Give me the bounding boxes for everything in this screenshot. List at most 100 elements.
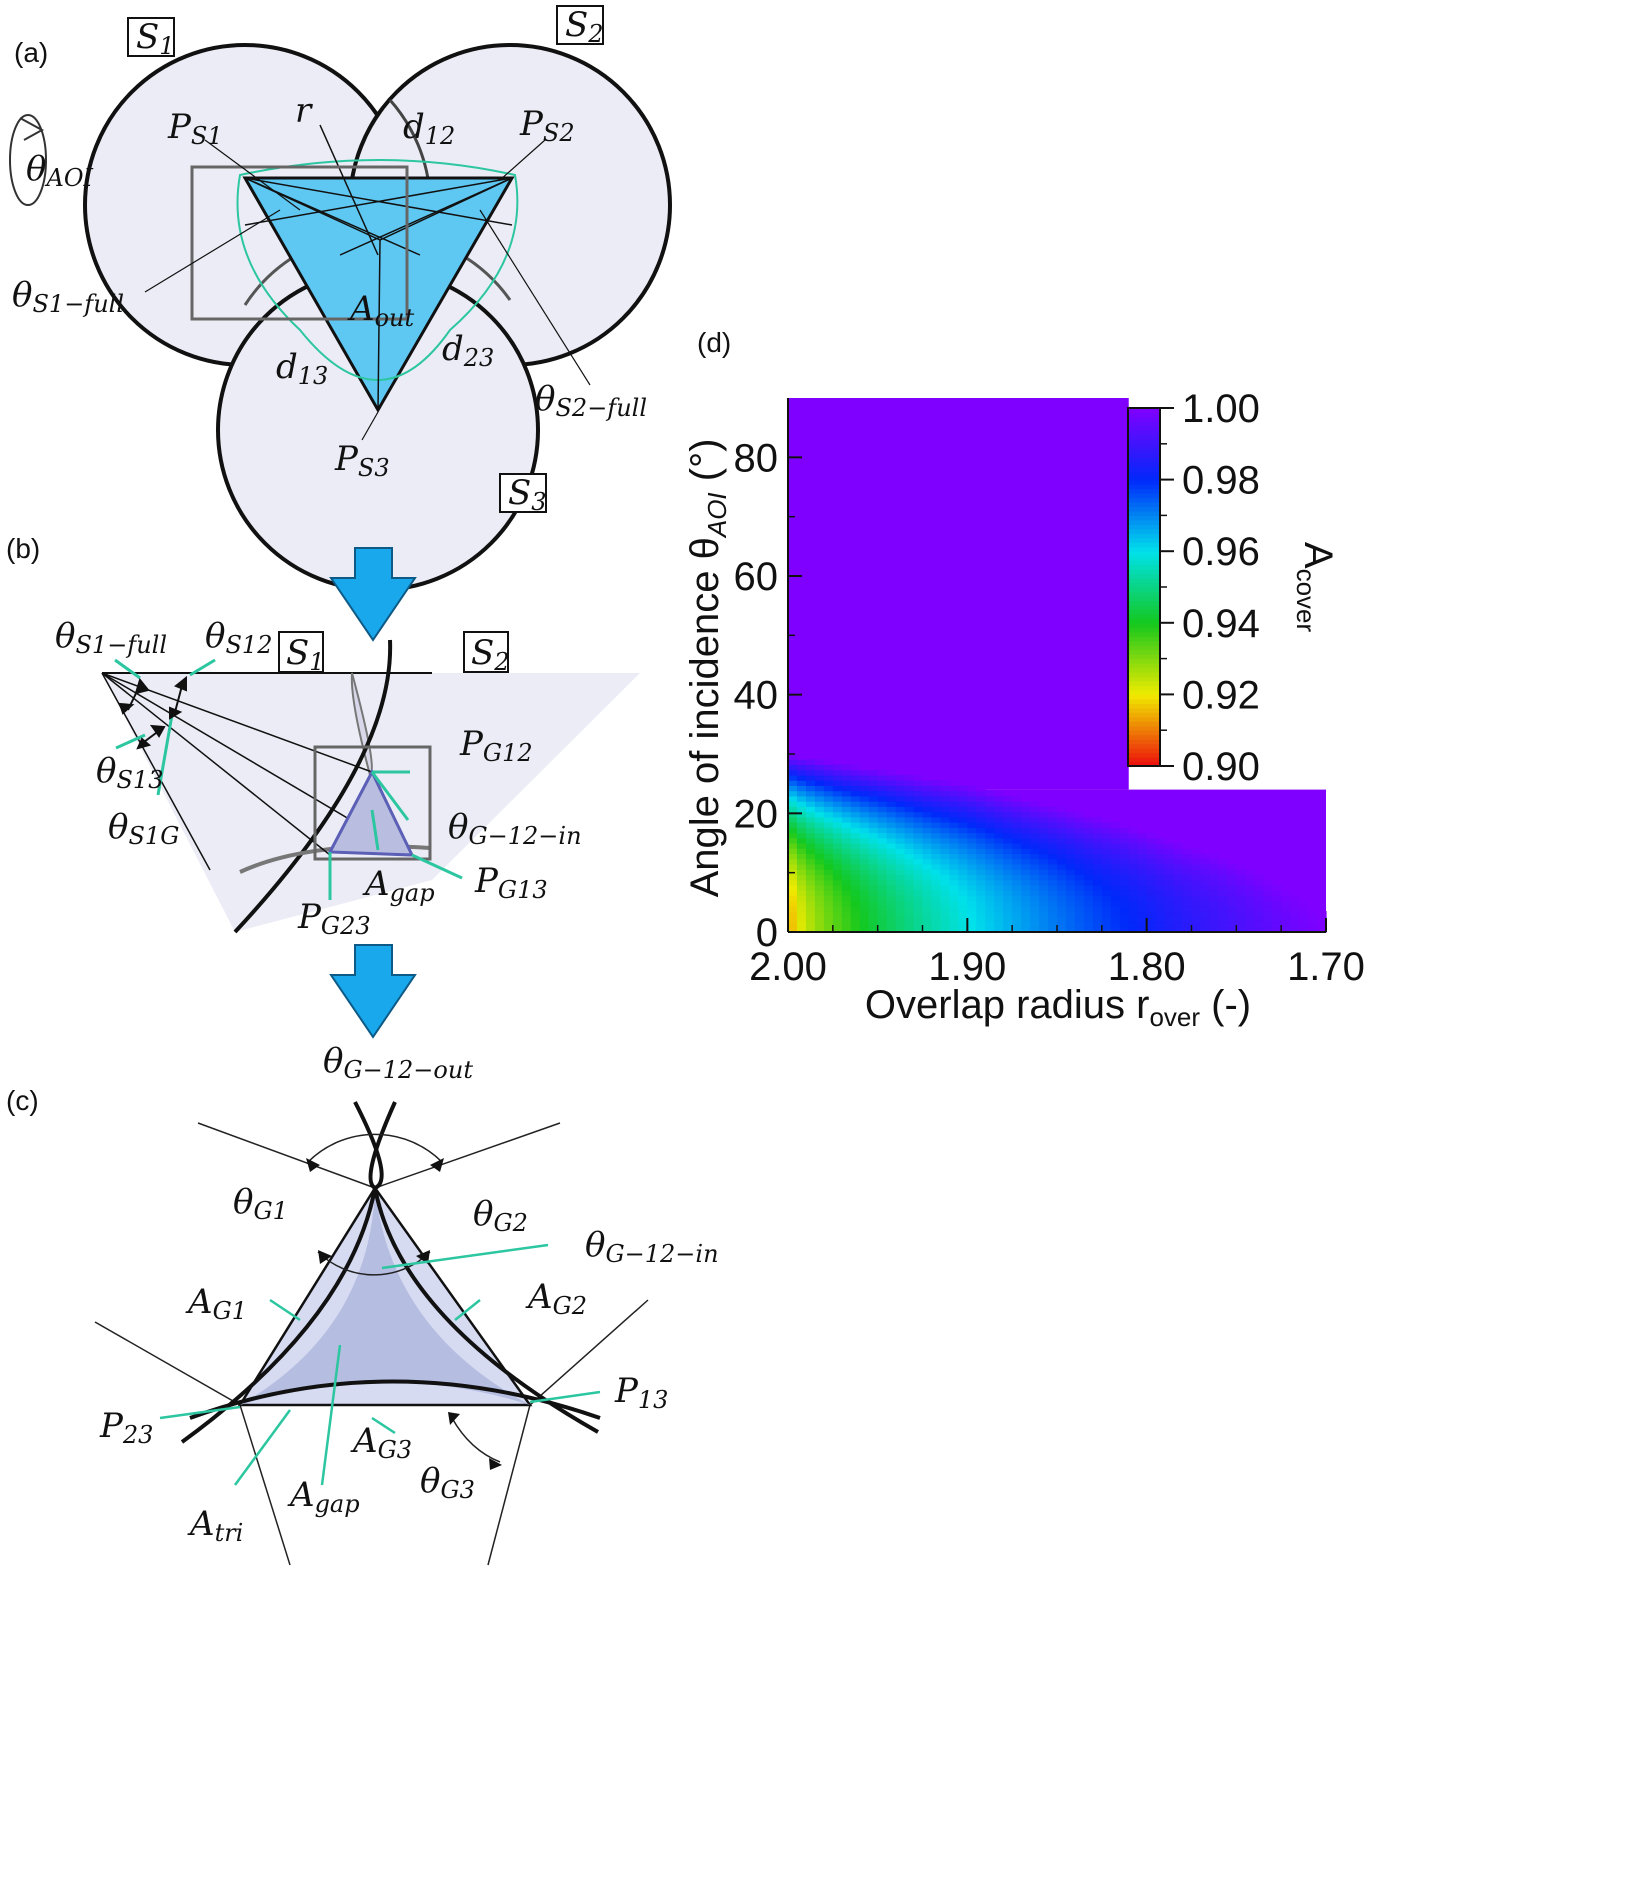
label-d23: d23 [442, 329, 494, 372]
heatmap-cell [1048, 869, 1058, 876]
svg-text:S2: S2 [471, 633, 510, 676]
heatmap-cell [1191, 911, 1202, 917]
heatmap-cell [814, 900, 825, 907]
heatmap-cell [1030, 926, 1040, 933]
heatmap-cell [1191, 869, 1202, 876]
sensor-box-b-s2: S2 [463, 631, 510, 676]
heatmap-cell [859, 926, 870, 933]
heatmap-cell [832, 879, 843, 886]
heatmap-cell [1146, 863, 1157, 870]
heatmap-cell [877, 863, 888, 870]
heatmap-cell [877, 837, 888, 844]
heatmap-cell [904, 843, 915, 849]
heatmap-cell [1057, 858, 1067, 865]
label-ps3: PS3 [334, 439, 390, 482]
heatmap-cell [796, 884, 807, 891]
heatmap-cell [949, 905, 959, 912]
heatmap-cell [1236, 879, 1246, 886]
heatmap-cell [1263, 895, 1273, 902]
heatmap-cell [904, 806, 915, 813]
heatmap-cell [1137, 900, 1148, 907]
heatmap-cell [1128, 874, 1139, 881]
heatmap-cell [796, 926, 807, 933]
heatmap-cell [805, 853, 816, 860]
heatmap-cell [1012, 911, 1022, 917]
heatmap-cell [1128, 905, 1139, 912]
heatmap-cell [823, 774, 834, 781]
heatmap-cell [1021, 869, 1031, 876]
heatmap-cell [895, 827, 906, 834]
heatmap-cell [850, 816, 861, 823]
heatmap-cell [788, 780, 798, 787]
heatmap-cell [1012, 884, 1022, 891]
green-leaders-b [114, 658, 463, 900]
heatmap-cell [985, 895, 995, 902]
heatmap-cell [1218, 858, 1228, 865]
heatmap-cell [895, 832, 906, 839]
heatmap-cell [1101, 832, 1112, 839]
heatmap-cell [1119, 827, 1130, 834]
heatmap-cell [832, 900, 843, 907]
heatmap-cell [1227, 884, 1237, 891]
heatmap-cell [850, 795, 861, 802]
heatmap-cell [967, 916, 977, 923]
heatmap-cell [1317, 921, 1327, 928]
heatmap-cell [814, 774, 825, 781]
heatmap-cell [1119, 905, 1130, 912]
heatmap-cell [868, 780, 879, 787]
heatmap-cell [1290, 895, 1300, 902]
heatmap-cell [1182, 843, 1193, 849]
colorbar-segment [1128, 582, 1160, 588]
heatmap-cell [859, 853, 870, 860]
heatmap-cell [814, 764, 825, 771]
label-theta-g12-out: θG−12−out [323, 1041, 473, 1084]
heatmap-cell [1092, 832, 1103, 839]
heatmap-cell [895, 895, 906, 902]
heatmap-cell [1245, 921, 1255, 928]
heatmap-cell [1173, 905, 1184, 912]
heatmap-cell [1110, 869, 1121, 876]
heatmap-cell [788, 843, 798, 849]
heatmap-cell [814, 785, 825, 792]
heatmap-cell [1074, 853, 1085, 860]
heatmap-cell [940, 911, 950, 917]
heatmap-cell [1083, 816, 1094, 823]
heatmap-cell [796, 801, 807, 807]
heatmap-cell [1272, 900, 1282, 907]
heatmap-cell [1057, 863, 1067, 870]
heatmap-cell [940, 863, 950, 870]
heatmap-cell [994, 863, 1004, 870]
heatmap-cell [1227, 890, 1237, 896]
label-theta-s2-full: θS2−full [535, 379, 647, 422]
heatmap-cell [841, 790, 852, 797]
heatmap-cell [1272, 911, 1282, 917]
heatmap-cell [1281, 916, 1291, 923]
x-tick-label: 1.70 [1287, 945, 1365, 989]
heatmap-cell [841, 869, 852, 876]
heatmap-cell [949, 863, 959, 870]
colorbar-segment [1128, 748, 1160, 754]
heatmap-cell [1182, 869, 1193, 876]
heatmap-cell [949, 790, 959, 797]
heatmap-cell [994, 858, 1004, 865]
heatmap-cell [823, 863, 834, 870]
heatmap-cell [949, 822, 959, 828]
zoom-box-b [313, 745, 432, 861]
heatmap-cell [1173, 843, 1184, 849]
heatmap-cell [976, 832, 986, 839]
label-ps1: PS1 [167, 107, 223, 150]
heatmap-cell [1245, 911, 1255, 917]
heatmap-cell [1092, 900, 1103, 907]
heatmap-cell [922, 858, 933, 865]
label-ps2: PS2 [519, 104, 575, 147]
heatmap-cell [877, 895, 888, 902]
heatmap-cell [859, 863, 870, 870]
heatmap-cell [913, 911, 924, 917]
colorbar-segment [1128, 743, 1160, 749]
heatmap-cell [1191, 848, 1202, 855]
heatmap-cell [814, 879, 825, 886]
heatmap-cell [1128, 837, 1139, 844]
heatmap-cell [1164, 863, 1175, 870]
heatmap-cell [841, 832, 852, 839]
heatmap-cell [958, 890, 968, 896]
